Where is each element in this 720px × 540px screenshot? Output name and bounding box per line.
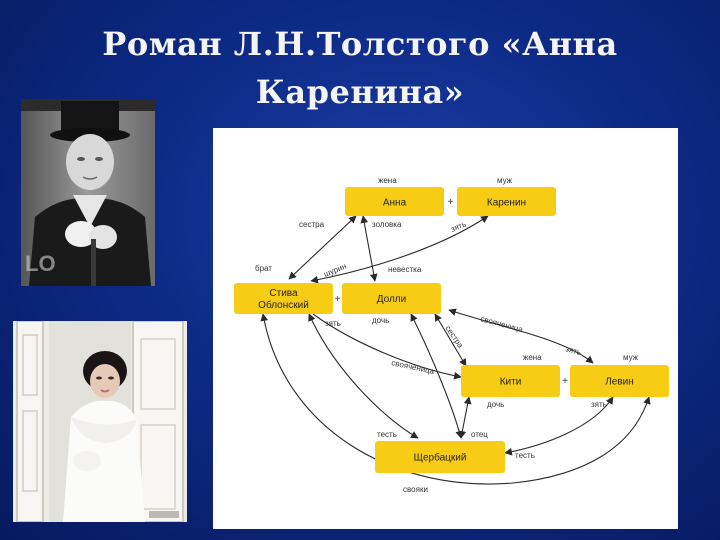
label-zyat-levin: зять [591,400,607,409]
node-levin: Левин [570,365,669,397]
node-kitty-label: Кити [500,377,522,388]
label-zyat-stiva: зять [325,319,341,328]
node-kitty: Кити [461,365,560,397]
node-anna-label: Анна [383,198,407,209]
karenin-actor-photo: LO [21,99,155,286]
plus-kitty-levin: + [562,376,568,387]
label-svoyaki: свояки [403,485,428,494]
node-karenin: Каренин [457,187,556,216]
anna-actress-photo [13,321,187,522]
label-nevestka: невестка [388,265,422,274]
node-shcherbatsky-label: Щербацкий [414,452,467,464]
anna-actress-illustration [13,321,187,522]
relationship-diagram: Анна Каренин Стива Облонский Долли Кити … [213,128,678,529]
label-zyat-levin-top: зять [564,344,582,357]
slide-title: Роман Л.Н.Толстого «Анна Каренина» [0,20,720,116]
edge-dolly-levin [448,308,594,364]
label-anna-role: жена [378,176,397,185]
node-anna: Анна [345,187,444,216]
title-line-1: Роман Л.Н.Толстого «Анна [102,25,618,63]
relationship-diagram-svg: Анна Каренин Стива Облонский Долли Кити … [234,176,669,494]
node-levin-label: Левин [605,377,634,388]
relationship-edges [260,215,651,485]
label-doch-dolly: дочь [372,316,389,325]
label-zyat-karenin: зять [449,220,467,234]
label-test-right: тесть [515,451,535,460]
label-doch-kitty: дочь [487,400,504,409]
node-stiva: Стива Облонский [234,283,333,314]
svg-text:LO: LO [25,251,56,276]
edge-kitty-shcherbatsky [458,396,472,439]
plus-anna-karenin: + [448,197,454,208]
title-line-2: Каренина» [255,73,465,111]
label-svoyachenitsa-top: свояченица [479,314,524,334]
edge-levin-shcherbatsky [504,396,614,456]
plus-stiva-dolly: + [335,294,341,305]
edge-karenin-stiva [310,215,489,284]
label-test-left: тесть [377,430,397,439]
karenin-actor-illustration: LO [21,99,155,286]
label-kitty-role: жена [523,353,542,362]
node-karenin-label: Каренин [487,198,526,209]
node-dolly: Долли [342,283,441,314]
label-zolovka: золовка [372,220,402,229]
edge-stiva-levin-svoyaki [260,313,651,485]
label-otets: отец [471,430,488,439]
label-karenin-role: муж [497,176,513,185]
label-sestra: сестра [299,220,325,229]
node-shcherbatsky: Щербацкий [375,441,505,473]
edge-stiva-shcherbatsky [308,313,419,439]
node-stiva-label-line2: Облонский [258,299,309,311]
label-brat: брат [255,264,272,273]
label-svoyachenitsa-mid: свояченица [391,358,436,376]
node-stiva-label-line1: Стива [269,288,298,299]
node-dolly-label: Долли [377,294,406,305]
label-levin-role: муж [623,353,639,362]
